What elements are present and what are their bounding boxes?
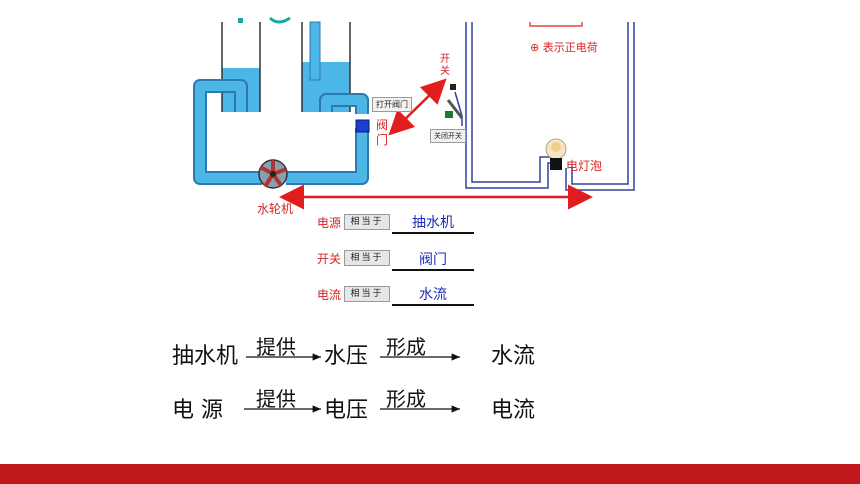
chain-mid: 水压: [324, 344, 369, 369]
water-turbine-icon: [258, 159, 288, 189]
equivalent-button[interactable]: 相当于: [344, 250, 390, 266]
switch-icon[interactable]: [445, 84, 464, 119]
chain-start: 抽水机: [172, 344, 239, 369]
equivalent-button[interactable]: 相当于: [344, 214, 390, 230]
chain-verb: 形成: [386, 387, 426, 411]
valve-icon[interactable]: [355, 119, 370, 133]
equivalent-button[interactable]: 相当于: [344, 286, 390, 302]
chain-verb: 提供: [256, 387, 296, 411]
close-switch-button[interactable]: 关闭开关: [430, 129, 466, 143]
analogy-answer: 阀门: [392, 251, 474, 271]
open-valve-button[interactable]: 打开阀门: [372, 97, 412, 112]
chain-start: 电 源: [172, 398, 223, 423]
light-bulb-icon: [545, 138, 567, 170]
chain-end: 水流: [491, 344, 536, 369]
chain-mid: 电压: [324, 398, 369, 423]
chain-end: 电流: [491, 398, 536, 423]
valve-label: 阀门: [376, 118, 389, 147]
analogy-term: 电流: [317, 288, 342, 302]
valve-switch-arrow: [388, 78, 447, 136]
positive-charge-legend: ⊕ 表示正电荷: [530, 41, 598, 54]
analogy-term: 开关: [317, 252, 342, 266]
switch-label: 开关: [440, 54, 450, 77]
chain-verb: 形成: [386, 335, 426, 359]
light-bulb-label: 电灯泡: [566, 159, 603, 173]
analogy-answer: 水流: [392, 286, 474, 306]
water-pipe-loop: [193, 79, 369, 185]
analogy-term: 电源: [317, 216, 342, 230]
footer-bar: [0, 464, 860, 484]
chain-verb: 提供: [256, 335, 296, 359]
water-turbine-label: 水轮机: [257, 202, 294, 216]
analogy-answer: 抽水机: [392, 214, 474, 234]
water-circuit-diagram: [193, 16, 635, 210]
